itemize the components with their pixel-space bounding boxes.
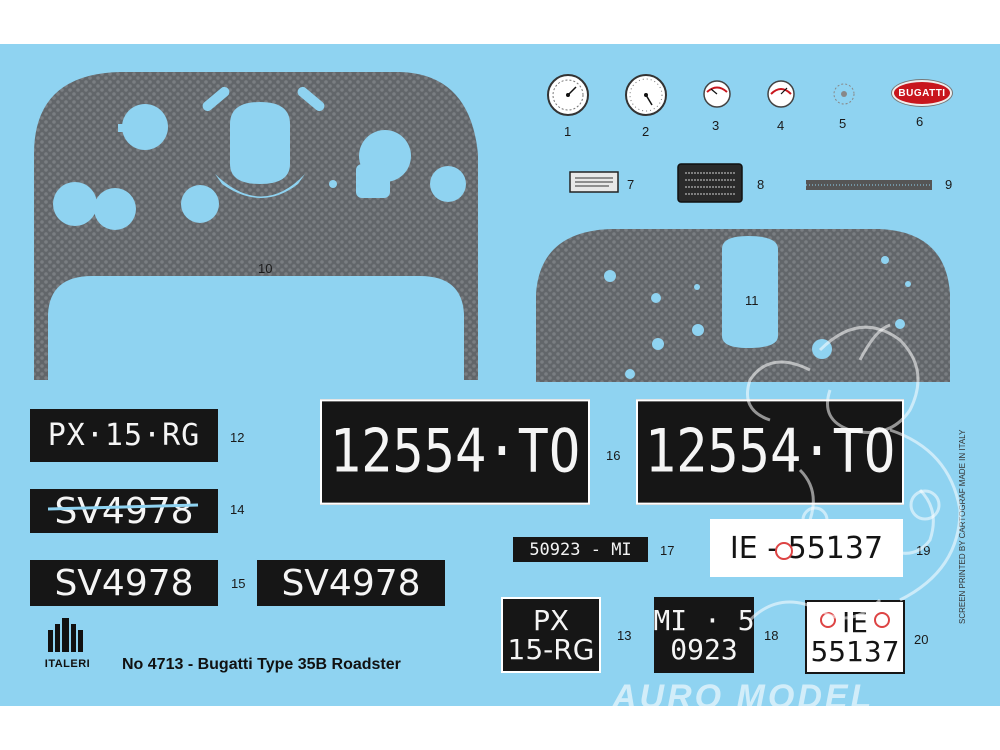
dashboard-panel-11 [536, 229, 950, 382]
plaque-decal-8 [677, 163, 743, 203]
plate-18-line2: 0923 [670, 633, 738, 666]
label-11: 11 [745, 293, 759, 308]
label-10: 10 [258, 261, 273, 276]
label-1: 1 [564, 124, 572, 139]
plate-16-left: 12554·TO [320, 399, 590, 505]
dashboard-panel-10 [34, 72, 478, 380]
label-8: 8 [757, 177, 765, 192]
label-17: 17 [660, 543, 675, 558]
kit-title: No 4713 - Bugatti Type 35B Roadster [122, 656, 401, 673]
seal-icon-20b [874, 612, 890, 628]
label-15: 15 [231, 576, 246, 591]
plate-13: PX 15-RG [501, 597, 601, 673]
plate-12: PX·15·RG [30, 409, 218, 462]
gauge-decal-1 [547, 74, 589, 116]
label-20: 20 [914, 632, 929, 647]
plaque-decal-7 [569, 171, 619, 193]
plate-18-line1: MI · 5 [653, 603, 755, 637]
label-3: 3 [712, 118, 720, 133]
label-13: 13 [617, 628, 632, 643]
plate-16-right: 12554·TO [636, 399, 904, 505]
seal-icon-19 [775, 542, 793, 560]
bugatti-badge-decal: BUGATTI [892, 80, 952, 106]
label-18: 18 [764, 628, 779, 643]
plate-17: 50923 - MI [513, 537, 648, 562]
brand-name: ITALERI [44, 658, 91, 670]
plate-18: MI · 5 0923 [653, 597, 755, 673]
plate-13-line2: 15-RG [507, 633, 595, 666]
label-12: 12 [230, 430, 245, 445]
label-9: 9 [945, 177, 953, 192]
strip-decal-9 [806, 180, 932, 190]
watermark-text: AURO MODEL [612, 678, 875, 716]
gauge-decal-2 [625, 74, 667, 116]
label-16: 16 [606, 448, 621, 463]
label-6: 6 [916, 114, 924, 129]
plate-13-line1: PX [532, 603, 570, 637]
label-7: 7 [627, 177, 635, 192]
label-19: 19 [916, 543, 931, 558]
decal-sheet: BUGATTI 1 2 3 4 5 6 7 8 9 10 11 PX·15·RG… [0, 44, 1000, 716]
italeri-logo-icon [48, 618, 83, 652]
label-14: 14 [230, 502, 245, 517]
gauge-decal-4 [767, 80, 795, 108]
gauge-decal-3 [703, 80, 731, 108]
label-4: 4 [777, 118, 785, 133]
label-5: 5 [839, 116, 847, 131]
plate-14-strike [47, 503, 199, 511]
plate-15-left: SV4978 [30, 560, 218, 606]
label-2: 2 [642, 124, 650, 139]
plate-15-right: SV4978 [257, 560, 445, 606]
watermark-eagle-icon [746, 323, 962, 622]
emblem-decal-5 [833, 83, 855, 105]
plate-14: SV4978 [30, 489, 218, 533]
plate-20-line2: 55137 [810, 635, 900, 668]
